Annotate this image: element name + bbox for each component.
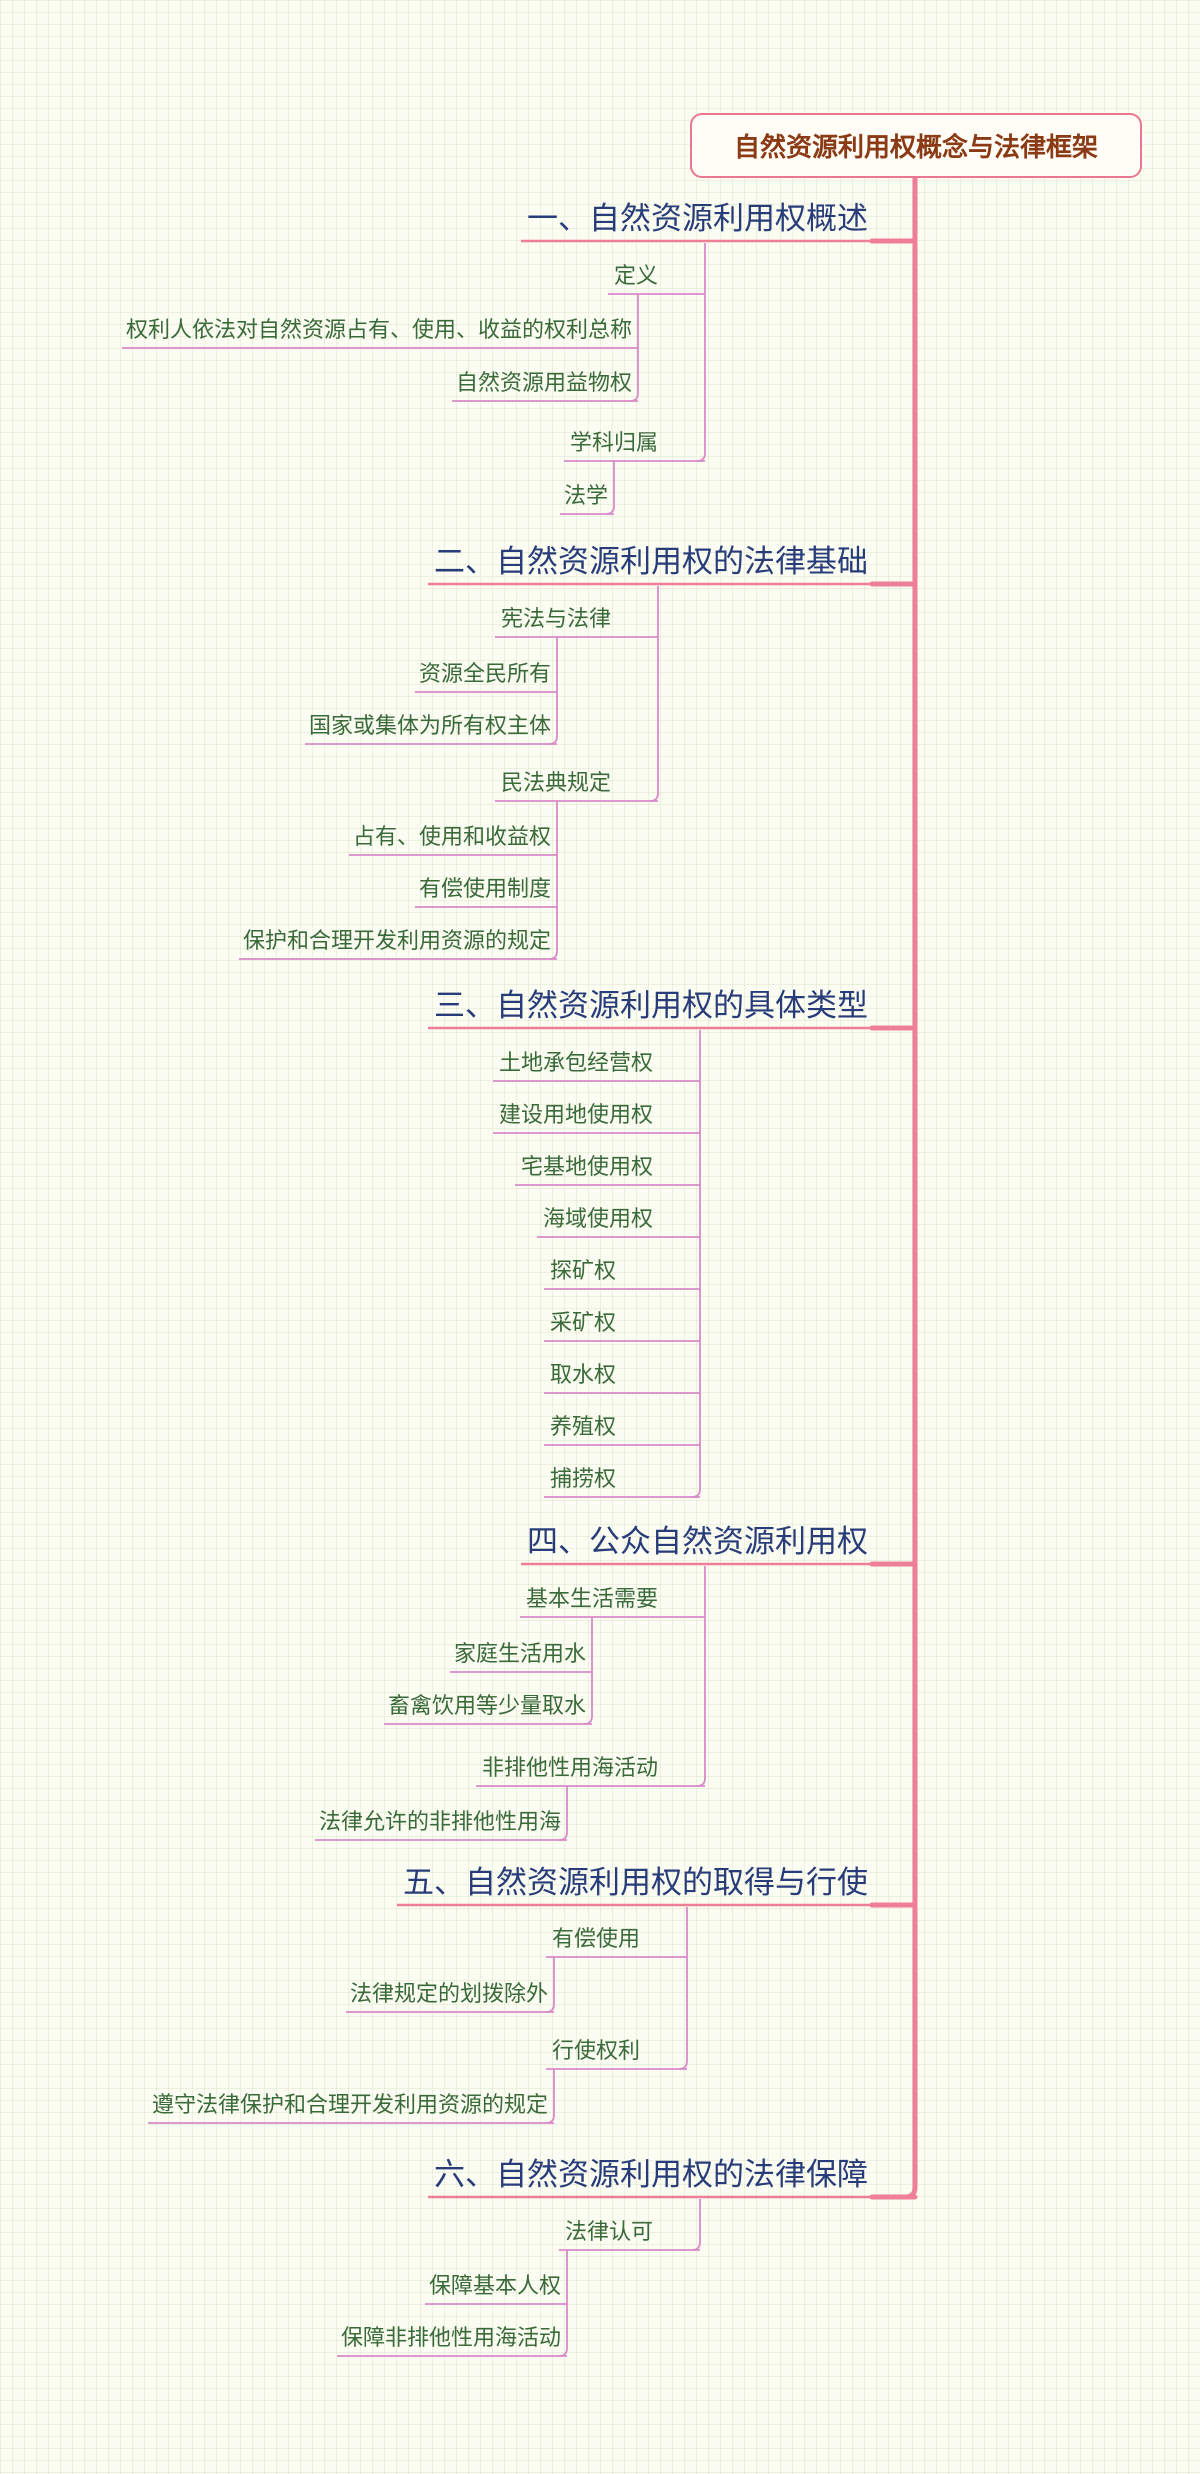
branch-node[interactable]: 土地承包经营权 (498, 1051, 653, 1076)
section-title[interactable]: 五、自然资源利用权的取得与行使 (403, 1865, 868, 1901)
section-title[interactable]: 六、自然资源利用权的法律保障 (434, 2157, 868, 2193)
connector-vertical (691, 1030, 701, 1498)
leaf-node[interactable]: 国家或集体为所有权主体 (308, 714, 551, 739)
leaf-node[interactable]: 占有、使用和收益权 (352, 825, 551, 850)
section-title[interactable]: 一、自然资源利用权概述 (527, 201, 868, 237)
leaf-node[interactable]: 遵守法律保护和合理开发利用资源的规定 (151, 2093, 548, 2118)
leaf-node[interactable]: 权利人依法对自然资源占有、使用、收益的权利总称 (125, 318, 632, 343)
leaf-node[interactable]: 自然资源用益物权 (455, 371, 632, 396)
branch-node[interactable]: 取水权 (549, 1363, 616, 1388)
leaf-node[interactable]: 畜禽饮用等少量取水 (387, 1694, 586, 1719)
leaf-node[interactable]: 保障基本人权 (428, 2274, 561, 2299)
leaf-node[interactable]: 资源全民所有 (418, 662, 551, 687)
branch-node[interactable]: 采矿权 (549, 1311, 616, 1336)
leaf-node[interactable]: 法学 (563, 484, 608, 509)
leaf-node[interactable]: 法律规定的划拨除外 (349, 1982, 548, 2007)
branch-node[interactable]: 基本生活需要 (525, 1587, 658, 1612)
branch-node[interactable]: 民法典规定 (500, 771, 611, 796)
branch-node[interactable]: 宪法与法律 (500, 607, 611, 632)
trunk-line (902, 175, 918, 2200)
branch-node[interactable]: 定义 (613, 264, 658, 289)
section-title[interactable]: 四、公众自然资源利用权 (527, 1524, 868, 1560)
leaf-node[interactable]: 法律允许的非排他性用海 (318, 1810, 561, 1835)
branch-node[interactable]: 建设用地使用权 (498, 1103, 653, 1128)
section-title[interactable]: 三、自然资源利用权的具体类型 (434, 988, 868, 1024)
connector-vertical (678, 1907, 688, 2070)
section-title[interactable]: 二、自然资源利用权的法律基础 (434, 544, 868, 580)
root-node[interactable]: 自然资源利用权概念与法律框架 (690, 113, 1142, 178)
branch-node[interactable]: 非排他性用海活动 (481, 1756, 658, 1781)
connector-vertical (696, 243, 706, 462)
leaf-node[interactable]: 保障非排他性用海活动 (340, 2326, 561, 2351)
connector-vertical (696, 1566, 706, 1787)
branch-node[interactable]: 养殖权 (549, 1415, 616, 1440)
branch-node[interactable]: 行使权利 (551, 2039, 640, 2064)
connector-vertical (691, 2199, 701, 2251)
branch-node[interactable]: 学科归属 (569, 431, 658, 456)
branch-node[interactable]: 宅基地使用权 (520, 1155, 653, 1180)
branch-node[interactable]: 有偿使用 (551, 1927, 640, 1952)
leaf-node[interactable]: 保护和合理开发利用资源的规定 (242, 929, 551, 954)
branch-node[interactable]: 捕捞权 (549, 1467, 616, 1492)
connector-vertical (649, 586, 659, 802)
branch-node[interactable]: 法律认可 (564, 2220, 653, 2245)
branch-node[interactable]: 探矿权 (549, 1259, 616, 1284)
leaf-node[interactable]: 有偿使用制度 (418, 877, 551, 902)
root-title: 自然资源利用权概念与法律框架 (733, 133, 1098, 163)
branch-node[interactable]: 海域使用权 (542, 1207, 653, 1232)
leaf-node[interactable]: 家庭生活用水 (453, 1642, 586, 1667)
